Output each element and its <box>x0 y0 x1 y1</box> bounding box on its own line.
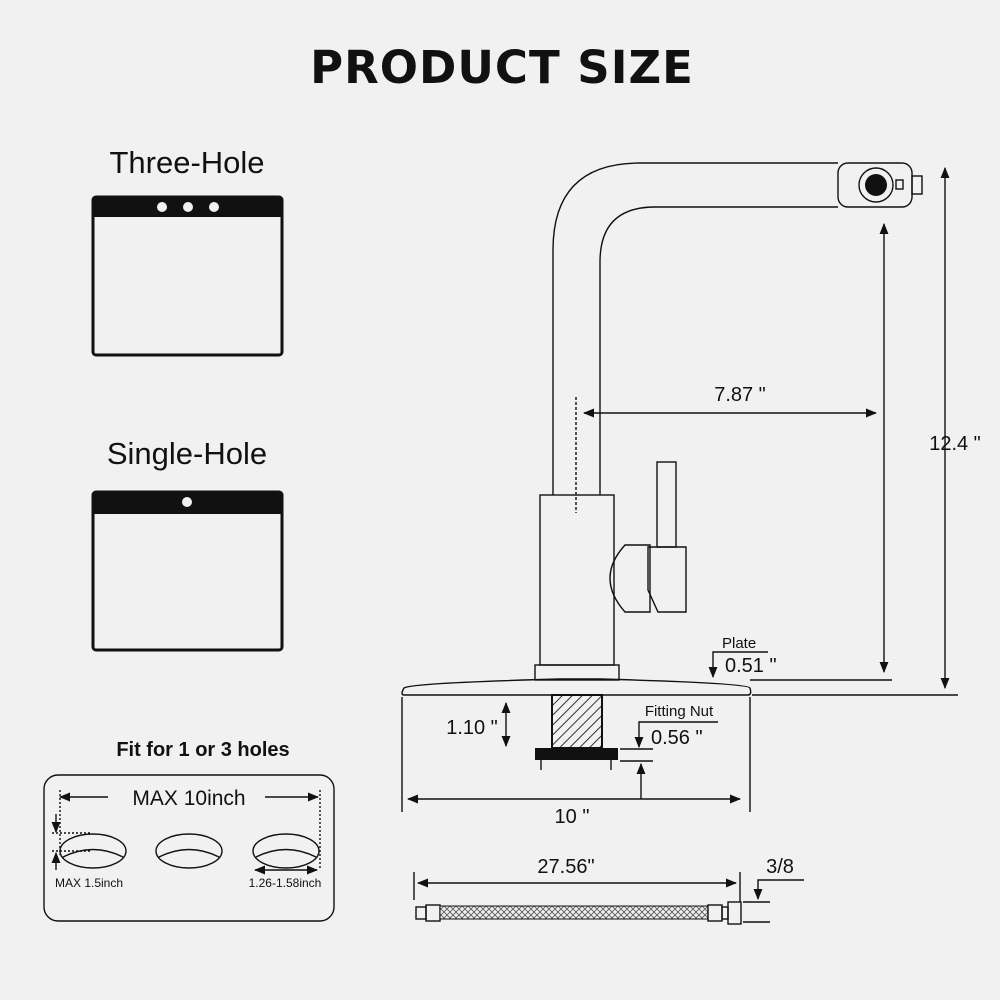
faucet-drawing <box>401 162 923 770</box>
nut-dimension: 0.56 " <box>651 727 703 749</box>
single-hole-label: Single-Hole <box>107 436 267 471</box>
three-hole-label: Three-Hole <box>109 145 264 180</box>
reach-dimension: 7.87 " <box>714 384 766 406</box>
three-hole-sink-icon <box>91 195 284 357</box>
fit-heading: Fit for 1 or 3 holes <box>116 739 289 761</box>
hole-fit-panel: MAX 10inch MAX 1.5inch 1.26-1.58inch <box>43 774 335 922</box>
max-thickness-label: MAX 1.5inch <box>55 876 123 890</box>
hose-size-dimension: 3/8 <box>766 856 794 878</box>
hose-length-dimension: 27.56" <box>537 856 594 878</box>
plate-dimension: 0.51 " <box>725 655 777 677</box>
shank-dimension: 1.10 " <box>446 717 498 739</box>
plate-label: Plate <box>722 635 756 652</box>
max-width-label: MAX 10inch <box>132 787 245 810</box>
plate-width-dimension: 10 " <box>555 806 590 828</box>
page-title: PRODUCT SIZE <box>310 41 694 94</box>
single-hole-sink-icon <box>91 490 284 652</box>
hose-drawing <box>415 901 742 925</box>
height-dimension: 12.4 " <box>929 433 981 455</box>
hole-diameter-label: 1.26-1.58inch <box>249 876 322 890</box>
fitting-nut-label: Fitting Nut <box>645 703 714 720</box>
